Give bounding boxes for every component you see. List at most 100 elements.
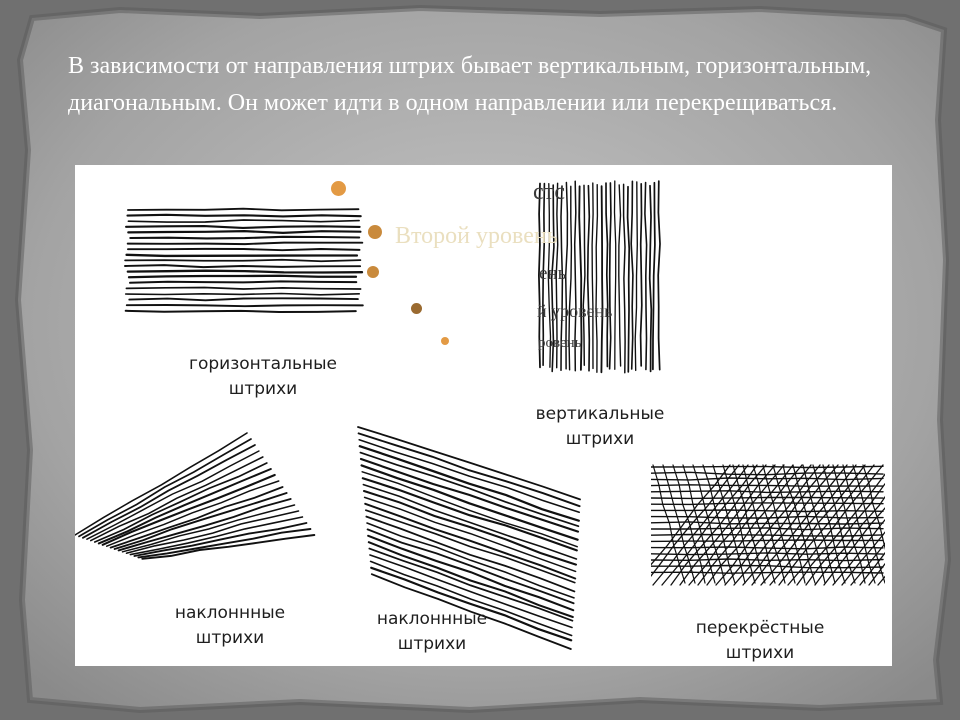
cross-steep-stroke [822,464,856,584]
horizontal-stroke [124,309,357,313]
cross-diagonal-stroke [715,464,812,586]
diagonal-stroke [121,504,296,553]
cross-steep-stroke [752,464,786,584]
cross-diagonal-stroke [651,464,731,566]
bullet-level3-dot [367,266,379,278]
horizontal-stroke [129,235,361,240]
vertical-stroke [605,182,609,368]
cross-diagonal-stroke [787,464,884,586]
diagonal-stroke [369,554,573,629]
vertical-stroke [639,182,643,367]
diagonal-stroke [370,566,573,642]
cross-horizontal-stroke [651,527,884,531]
horizontal-stroke [125,225,361,229]
cross-diagonal-stroke [697,464,794,586]
diagonal-stroke [86,450,260,540]
diagonal-stroke [363,496,577,573]
vertical-stroke [613,180,617,370]
horizontal-stroke [126,241,364,246]
diagonal-stroke [366,522,575,599]
cross-steep-stroke [802,464,836,584]
vertical-stroke [626,185,631,373]
bullet-level2-dot [368,225,382,239]
horizontal-stroke [127,247,361,252]
diagonal-stroke [117,498,292,552]
vertical-stroke [608,182,612,370]
vertical-stroke [618,184,622,367]
cross-horizontal-stroke [651,490,884,494]
vertical-stroke [648,184,653,373]
horizontal-stroke [125,304,364,308]
cross-steep-stroke [862,464,885,550]
diagonal-stroke [109,486,284,549]
cross-diagonal-stroke [868,562,885,586]
cross-steep-stroke [662,464,696,584]
cross-steep-stroke [702,464,736,584]
hatching-strokes [75,180,885,650]
horizontal-hatch [124,207,364,313]
vertical-stroke [595,184,599,373]
vertical-stroke [586,184,591,372]
diagonal-stroke [129,516,304,556]
crossed-hatch [651,464,885,586]
horizontal-stroke [128,297,359,302]
cross-horizontal-stroke [651,465,884,469]
cross-steep-stroke [682,464,716,584]
horizontal-stroke [127,229,362,235]
horizontal-stroke [124,264,362,269]
cross-diagonal-stroke [651,464,740,577]
placeholder-level1: стс [533,179,566,205]
diagonal-stroke [360,464,579,541]
cross-steep-stroke [792,464,826,584]
vertical-stroke [538,182,541,369]
diagonal-stroke [125,510,300,554]
diagonal-stroke [364,502,577,580]
vertical-stroke [564,181,569,370]
diagonal-stroke [90,456,264,542]
cross-steep-stroke [692,464,726,584]
diagonal-stroke [367,534,575,612]
cross-horizontal-stroke [651,571,884,574]
vertical-stroke [550,184,555,373]
cross-horizontal-stroke [651,546,884,550]
horizontal-stroke [126,213,362,218]
vertical-stroke [568,185,573,371]
cross-steep-stroke [742,464,776,584]
vertical-stroke [600,185,604,374]
diagonal-stroke [359,457,580,533]
diagonal-stroke [365,515,576,593]
cross-diagonal-stroke [670,464,767,586]
vertical-stroke [622,183,626,374]
cross-diagonal-stroke [760,464,857,586]
diagonal-stroke [358,445,580,522]
diagonal-stroke [364,509,576,584]
cross-horizontal-stroke [651,509,884,513]
cross-steep-stroke [762,464,796,584]
cross-steep-stroke [852,464,885,584]
cross-steep-stroke [772,464,806,584]
vertical-stroke [652,181,656,371]
diagonal-stroke [361,477,578,552]
vertical-stroke [630,180,634,370]
hatching-figure: стс Второй уровень ень й уровень ровень … [75,165,892,666]
diagonal-stroke [101,473,276,546]
horizontal-stroke [125,286,362,290]
diagonal-stroke [141,534,316,560]
cross-steep-stroke [812,464,846,584]
horizontal-stroke [124,258,362,263]
cross-diagonal-stroke [841,531,885,586]
diagonal-stroke [93,462,268,543]
vertical-stroke [644,181,648,371]
horizontal-stroke [127,219,360,223]
placeholder-level3: ень [539,263,567,284]
cross-horizontal-stroke [651,539,884,543]
vertical-stroke [578,185,583,371]
cross-diagonal-stroke [850,542,885,586]
diagonal-stroke [370,573,572,650]
vertical-stroke [542,182,546,367]
cross-steep-stroke [712,464,746,584]
vertical-stroke [547,183,552,368]
cross-diagonal-stroke [661,464,758,586]
vertical-stroke [555,182,559,369]
